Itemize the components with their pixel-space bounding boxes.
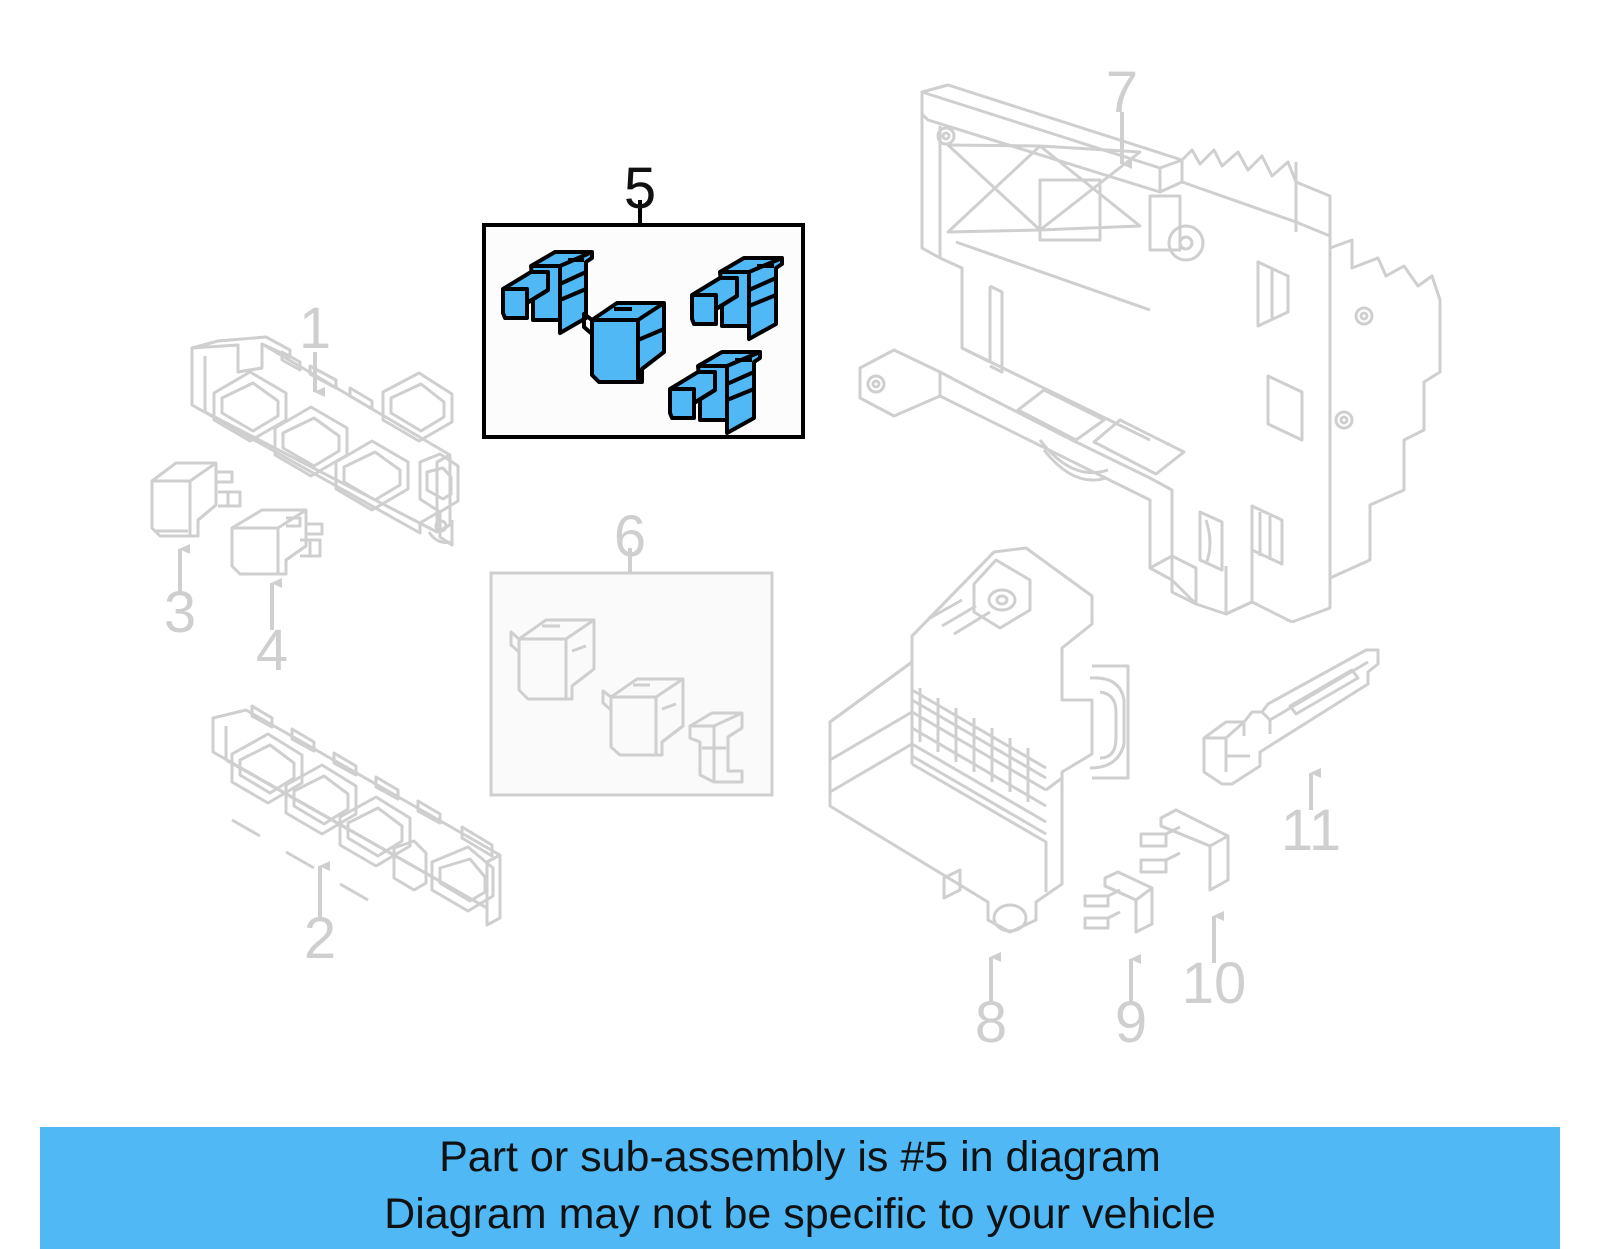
part-3-relay-cube[interactable] (150, 461, 242, 538)
connector-block-medium (601, 677, 685, 757)
callout-label-5[interactable]: 5 (624, 156, 656, 221)
relay-connector-top-right (690, 256, 784, 341)
info-banner: Part or sub-assembly is #5 in diagram Di… (40, 1127, 1560, 1249)
banner-line-2: Diagram may not be specific to your vehi… (384, 1190, 1216, 1238)
callout-6-box[interactable] (489, 571, 774, 797)
callout-label-1[interactable]: 1 (299, 296, 331, 361)
callout-label-10[interactable]: 10 (1182, 951, 1247, 1016)
connector-clip-small (688, 711, 744, 784)
callout-label-11[interactable]: 11 (1281, 798, 1341, 863)
callout-label-8[interactable]: 8 (975, 990, 1007, 1055)
part-4-relay-flat[interactable] (230, 508, 324, 576)
callout-label-6[interactable]: 6 (614, 504, 646, 569)
part-9-fuse-small[interactable] (1083, 870, 1154, 934)
part-7-fuse-box-mounting-bracket[interactable] (858, 83, 1442, 624)
part-2-fuse-holder-strip-lower[interactable] (211, 704, 502, 927)
callout-5-box[interactable] (482, 223, 805, 439)
banner-line-1: Part or sub-assembly is #5 in diagram (439, 1133, 1161, 1181)
part-10-fuse-large[interactable] (1139, 808, 1230, 892)
relay-connector-center (582, 301, 666, 384)
callout-label-7[interactable]: 7 (1106, 60, 1138, 125)
connector-block-large (509, 618, 596, 701)
callout-label-4[interactable]: 4 (256, 618, 288, 683)
callout-leaders (178, 112, 1321, 1002)
callout-numbers: 1 2 3 4 5 6 7 8 9 10 11 (164, 60, 1341, 1055)
callout-label-2[interactable]: 2 (304, 906, 336, 971)
part-8-fuse-and-relay-box[interactable] (828, 546, 1130, 934)
relay-connector-top-left (501, 250, 594, 335)
part-1-fuse-holder-strip-upper[interactable] (190, 335, 460, 547)
callout-label-3[interactable]: 3 (164, 580, 196, 645)
part-11-mounting-rail[interactable] (1202, 648, 1380, 786)
relay-connector-bottom-right (668, 350, 762, 435)
callout-label-9[interactable]: 9 (1115, 990, 1147, 1055)
